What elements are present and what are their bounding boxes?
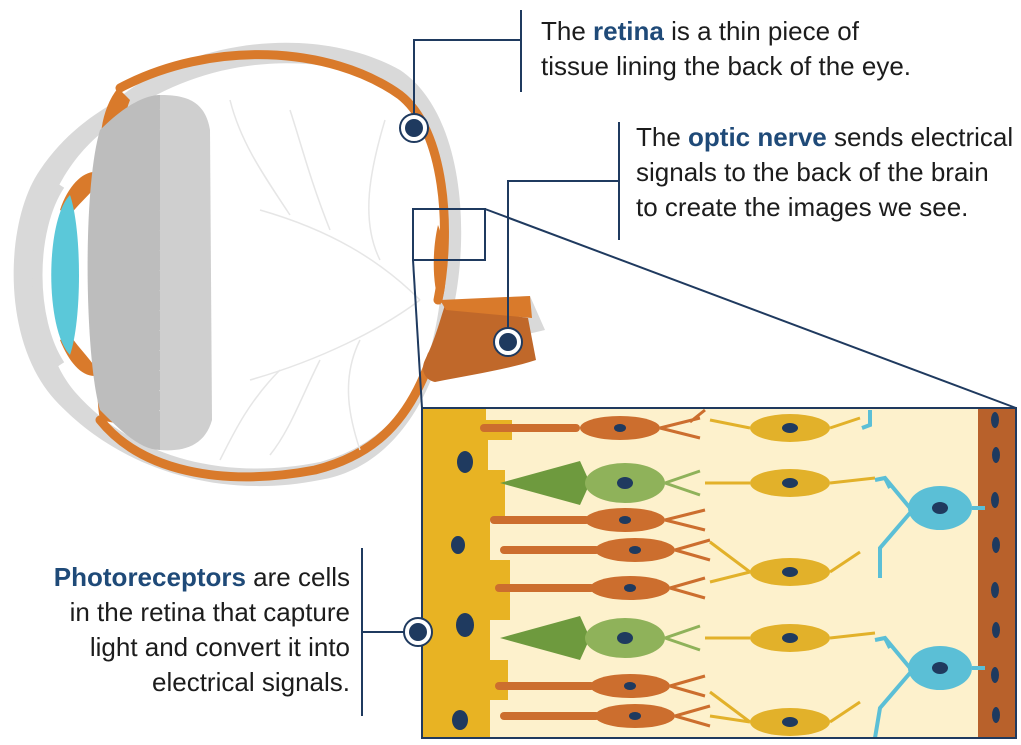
lens [88,95,160,450]
optic-callout-line2: signals to the back of the brain [636,155,1021,190]
marker-icon-retina[interactable] [400,114,428,142]
optic-nerve-callout: The optic nerve sends electrical signals… [636,120,1021,225]
photo-callout-line2: in the retina that capture [10,595,350,630]
photoreceptors-term: Photoreceptors [54,562,246,592]
optic-nerve-term: optic nerve [688,122,827,152]
retina-callout-line1: The retina is a thin piece of [541,14,1011,49]
optic-callout-line1: The optic nerve sends electrical [636,120,1021,155]
retina-callout-line2: tissue lining the back of the eye. [541,49,1011,84]
photoreceptors-callout: Photoreceptors are cells in the retina t… [10,560,350,700]
photo-callout-line3: light and convert it into [10,630,350,665]
photo-callout-line1: Photoreceptors are cells [10,560,350,595]
lens-front [160,95,212,450]
retina-detail-panel [422,408,1016,738]
marker-icon-photoreceptors[interactable] [404,618,432,646]
photo-callout-line4: electrical signals. [10,665,350,700]
retina-term: retina [593,16,664,46]
retina-callout: The retina is a thin piece of tissue lin… [541,14,1011,84]
marker-icon-optic-nerve[interactable] [494,328,522,356]
optic-callout-line3: to create the images we see. [636,190,1021,225]
